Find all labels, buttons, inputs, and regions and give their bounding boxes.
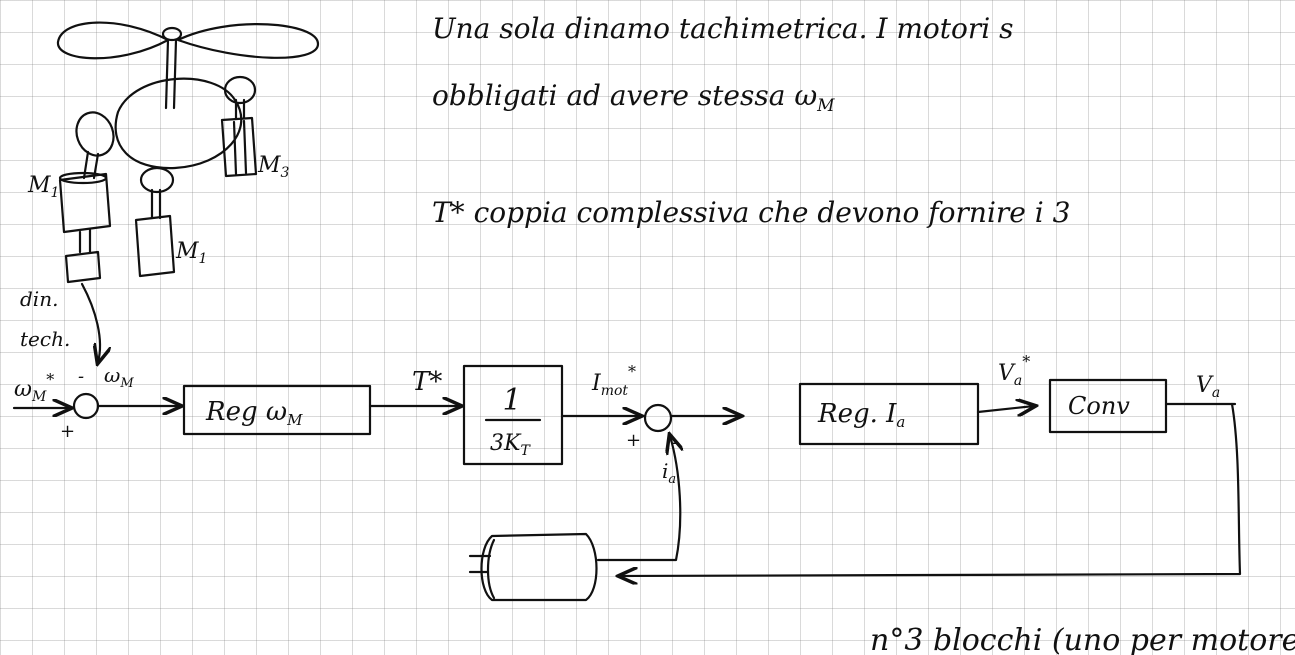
note-line-1: Una sola dinamo tachimetrica. I motori s xyxy=(432,12,1014,45)
pinion-gear xyxy=(71,107,120,161)
voltage-output-label: Va xyxy=(1196,373,1220,401)
speed-reference-label: ωM* xyxy=(14,370,54,405)
summing-node-current xyxy=(645,405,671,431)
propeller-blade-right xyxy=(178,24,318,58)
label-tech: tech. xyxy=(20,327,70,351)
note-line-2: obbligati ad avere stessa ωM xyxy=(432,79,835,116)
pinion-gear xyxy=(225,77,255,103)
motor-sketch: M3 M1 M1 din. tech. xyxy=(20,23,318,362)
voltage-reference-label: Va* xyxy=(998,352,1030,389)
sum2-plus-sign: + xyxy=(626,430,641,451)
speed-feedback-label: ωM xyxy=(104,363,134,391)
control-loop: ωM* + - ωM Reg ωM T* 1 3KT Imot* + - ia … xyxy=(14,352,1240,600)
propeller-shaft xyxy=(174,40,176,108)
summing-node-speed xyxy=(74,394,98,418)
current-feedback-label: ia xyxy=(662,459,676,487)
note-line-3: T* coppia complessiva che devono fornire… xyxy=(432,196,1070,229)
gain-denominator: 3KT xyxy=(490,431,531,459)
tachometer-dynamo xyxy=(66,252,100,282)
label-m1-left: M1 xyxy=(27,173,59,201)
motor-m1b-body xyxy=(136,216,174,276)
motor-block xyxy=(482,534,597,600)
propeller-blade-left xyxy=(58,23,168,59)
pinion-gear xyxy=(141,168,173,192)
sum1-plus-sign: + xyxy=(60,421,75,442)
gain-numerator: 1 xyxy=(502,383,521,418)
footer-note: n°3 blocchi (uno per motore) xyxy=(870,623,1295,655)
current-regulator-label: Reg. Ia xyxy=(817,399,905,431)
sum1-minus-sign: - xyxy=(78,366,84,387)
label-dinamo: din. xyxy=(20,287,58,311)
converter-label: Conv xyxy=(1068,392,1130,420)
speed-regulator-label: Reg ωM xyxy=(205,397,303,429)
label-m3: M3 xyxy=(257,153,290,181)
propeller-hub xyxy=(163,28,181,40)
propeller-shaft xyxy=(166,40,168,108)
label-m1-bottom: M1 xyxy=(175,239,207,267)
torque-reference-label: T* xyxy=(412,367,442,397)
current-reference-label: Imot* xyxy=(591,362,636,399)
